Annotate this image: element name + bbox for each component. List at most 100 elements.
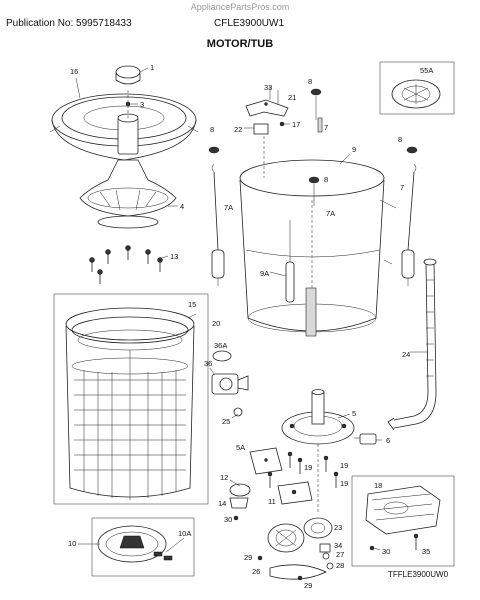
callout-5A: 5A — [236, 443, 245, 452]
part-9-outer-tub — [239, 159, 397, 333]
part-23-pulley-housing — [303, 517, 333, 539]
part-21-bracket — [245, 86, 289, 117]
callout-35: 35 — [422, 547, 430, 556]
callout-34: 34 — [334, 541, 342, 550]
callout-22: 22 — [234, 125, 242, 134]
callout-24: 24 — [402, 350, 410, 359]
part-36A-gasket — [212, 350, 232, 362]
callout-36: 36 — [204, 359, 212, 368]
part-10-hub — [97, 525, 167, 563]
callout-55A: 55A — [420, 66, 433, 75]
callout-25: 25 — [222, 417, 230, 426]
callout-6: 6 — [386, 436, 390, 445]
part-12-capacitor — [229, 479, 251, 497]
callout-15: 15 — [188, 300, 196, 309]
diagram-title: MOTOR/TUB — [206, 38, 274, 50]
callout-11: 11 — [268, 497, 276, 506]
part-23-motor — [267, 523, 305, 553]
callout-19-c: 19 — [340, 479, 348, 488]
callout-23: 23 — [334, 523, 342, 532]
part-27-nut — [322, 552, 330, 560]
model-number: CFLE3900UW1 — [214, 18, 285, 29]
callout-18: 18 — [374, 481, 382, 490]
callout-12: 12 — [220, 473, 228, 482]
callout-8-left: 8 — [210, 125, 214, 134]
part-15-spin-basket — [65, 307, 195, 500]
part-19-fasteners — [267, 451, 339, 488]
left-suspension-assembly — [208, 146, 225, 286]
callout-7A-center: 7A — [326, 209, 335, 218]
callout-16: 16 — [70, 67, 78, 76]
watermark: AppliancePartsPros.com — [190, 2, 290, 12]
callout-labels: 1 16 3 4 13 15 20 10 10A 33 21 22 17 8 7… — [68, 63, 433, 590]
agitator-column — [117, 90, 139, 155]
part-18-pump-cover — [365, 485, 441, 535]
part-34-bracket — [319, 543, 331, 553]
part-5-transmission — [281, 389, 355, 445]
part-29-screws — [257, 555, 303, 581]
callout-17: 17 — [292, 120, 300, 129]
callout-14: 14 — [218, 499, 226, 508]
part-24-drain-hose — [387, 258, 437, 431]
callout-36A: 36A — [214, 341, 227, 350]
callout-10: 10 — [68, 539, 76, 548]
part-18-box — [351, 475, 455, 567]
part-26-belt — [269, 564, 327, 580]
part-10-box — [91, 517, 195, 577]
callout-8-right-label: 8 — [398, 135, 402, 144]
callout-10A: 10A — [178, 529, 191, 538]
callout-19-a: 19 — [304, 463, 312, 472]
part-22-switch — [244, 123, 269, 135]
callout-3: 3 — [140, 100, 144, 109]
part-35-screw — [413, 533, 419, 550]
part-13-bolts — [89, 245, 169, 284]
callout-30-left: 30 — [224, 515, 232, 524]
callout-29-b: 29 — [304, 581, 312, 590]
callout-8-center: 8 — [308, 77, 312, 86]
callout-7-right: 7 — [400, 183, 404, 192]
callout-26: 26 — [252, 567, 260, 576]
callout-9A: 9A — [260, 269, 269, 278]
callout-19-b: 19 — [340, 461, 348, 470]
part-20-assembly-box — [53, 293, 209, 505]
part-36-drain-pump — [209, 367, 249, 395]
leader-lines — [75, 77, 428, 553]
callout-1: 1 — [150, 63, 154, 72]
part-10A-fasteners — [153, 551, 173, 561]
right-suspension-assembly — [401, 146, 418, 286]
part-55A-gasket — [391, 79, 441, 109]
part-6-connector — [354, 433, 382, 445]
callout-29-a: 29 — [244, 553, 252, 562]
publication-number: Publication No: 5995718433 — [6, 18, 132, 29]
part-28-washer — [326, 562, 334, 570]
callout-20: 20 — [212, 319, 220, 328]
part-1-knob — [115, 65, 149, 85]
part-8-center-cap — [310, 88, 322, 120]
part-8-center-mount — [308, 176, 320, 206]
callout-21: 21 — [288, 93, 296, 102]
part-14-holder — [229, 497, 249, 509]
callout-30-right: 30 — [382, 547, 390, 556]
callout-13: 13 — [170, 252, 178, 261]
callout-7A-left: 7A — [224, 203, 233, 212]
callout-27: 27 — [336, 550, 344, 559]
part-7-center-rod — [317, 117, 323, 133]
part-25-clamp — [231, 407, 243, 419]
callout-33: 33 — [264, 83, 272, 92]
part-55A-box — [379, 61, 455, 115]
part-30-fastener-b — [369, 545, 381, 551]
callout-7-center: 7 — [324, 123, 328, 132]
part-9A-rod — [269, 220, 295, 303]
callout-8-mount: 8 — [324, 175, 328, 184]
part-5A-bracket — [249, 447, 283, 475]
callout-28: 28 — [336, 561, 344, 570]
callout-9: 9 — [352, 145, 356, 154]
part-4-agitator-base — [79, 159, 178, 229]
part-30-screw — [233, 515, 239, 521]
part-17-clip — [279, 121, 290, 127]
footer-code: TFFLE3900UW0 — [388, 570, 449, 579]
center-drain-tube — [305, 200, 317, 337]
callout-5: 5 — [352, 409, 356, 418]
part-11-plate — [277, 481, 313, 505]
